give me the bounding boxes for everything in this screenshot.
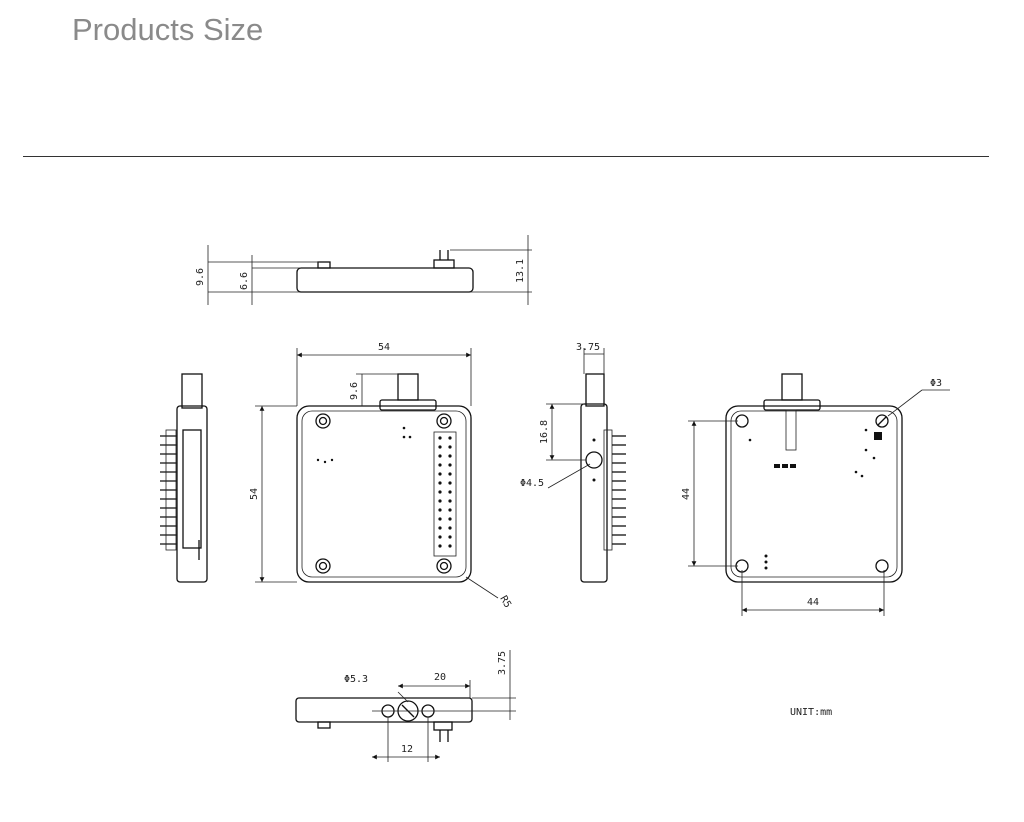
dim-side-hole: Φ4.5 [520,478,544,489]
dim-top-pins: 13.1 [515,259,526,283]
dim-top-body: 6.6 [239,272,250,290]
dim-front-height: 54 [249,488,260,500]
dim-front-width: 54 [378,342,390,353]
front-view: 54 54 9.6 R5 [249,342,513,610]
dim-bottom-span: 20 [434,672,446,683]
dim-side-height: 16.8 [539,420,550,444]
unit-label: UNIT:mm [790,707,832,718]
dim-bottom-offset: 3.75 [497,651,508,675]
dim-front-connector: 9.6 [349,382,360,400]
dim-side-width: 3.75 [576,342,600,353]
dim-corner-radius: R5 [497,594,513,610]
page-title: Products Size [72,12,264,47]
back-view: 44 44 Φ3 [681,373,950,616]
dim-back-hole: Φ3 [930,378,942,389]
right-side-view: 3.75 16.8 Φ4.5 [520,342,626,583]
left-side-view [160,373,208,583]
top-view: 9.6 6.6 13.1 [195,235,532,305]
bottom-view: 20 Φ5.3 3.75 12 [295,650,516,762]
title-divider [23,156,989,157]
dim-top-total: 9.6 [195,268,206,286]
dim-bottom-hole: Φ5.3 [344,674,368,685]
dim-back-height: 44 [681,488,692,500]
dim-back-width: 44 [807,597,819,608]
dim-bottom-spacing: 12 [401,744,413,755]
